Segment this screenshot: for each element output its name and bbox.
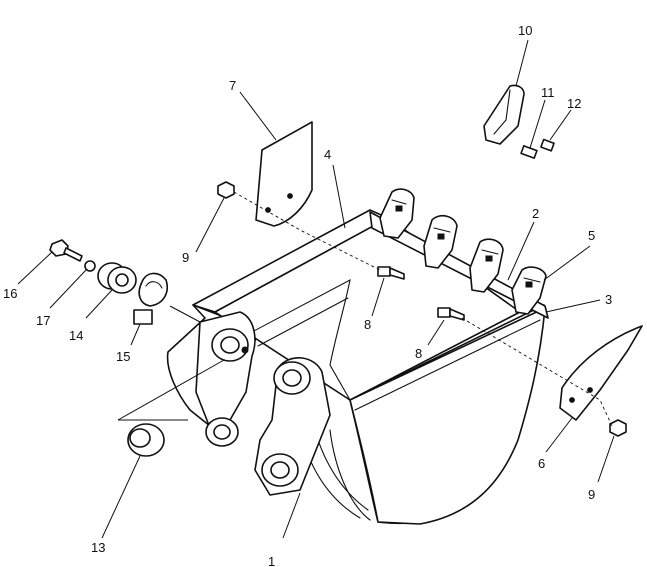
callout-6: 6 <box>538 456 545 471</box>
callout-1: 1 <box>268 554 275 567</box>
bolt-upper <box>377 266 405 280</box>
pin <box>520 145 538 159</box>
callout-2: 2 <box>532 206 539 221</box>
lock <box>540 138 555 152</box>
callout-8a: 8 <box>364 317 371 332</box>
cutting-edge-assembly <box>369 188 549 319</box>
callout-17: 17 <box>36 313 50 328</box>
callout-3: 3 <box>605 292 612 307</box>
spacer <box>97 262 137 294</box>
washer <box>84 260 96 272</box>
bushing <box>127 423 165 457</box>
callout-9a: 9 <box>182 250 189 265</box>
callouts: 1 2 3 4 5 6 7 8 8 9 9 10 11 12 13 14 15 <box>3 23 615 567</box>
callout-13: 13 <box>91 540 105 555</box>
callout-15: 15 <box>116 349 130 364</box>
tooth-4 <box>511 266 547 315</box>
tooth-2 <box>423 214 458 269</box>
side-cutter-left <box>255 121 313 227</box>
callout-5: 5 <box>588 228 595 243</box>
bolt-16 <box>49 239 83 262</box>
assembly-lines <box>117 191 613 427</box>
shim <box>133 272 168 325</box>
bucket-body <box>166 209 546 525</box>
tooth-1 <box>379 188 415 239</box>
callout-16: 16 <box>3 286 17 301</box>
side-cutter-right <box>559 325 643 421</box>
hinge-brackets <box>195 311 331 496</box>
callout-9b: 9 <box>588 487 595 502</box>
callout-12: 12 <box>567 96 581 111</box>
callout-8b: 8 <box>415 346 422 361</box>
nut-left <box>217 181 235 199</box>
callout-10: 10 <box>518 23 532 38</box>
nut-right <box>609 419 627 437</box>
bolt-lower <box>437 307 465 321</box>
callout-14: 14 <box>69 328 83 343</box>
tooth-point <box>483 84 525 145</box>
bucket-inner-curve <box>251 278 351 401</box>
bucket-right-wall <box>349 307 546 525</box>
callout-11: 11 <box>541 85 555 100</box>
callout-7: 7 <box>229 78 236 93</box>
callout-4: 4 <box>324 147 331 162</box>
tooth-3 <box>469 238 504 293</box>
